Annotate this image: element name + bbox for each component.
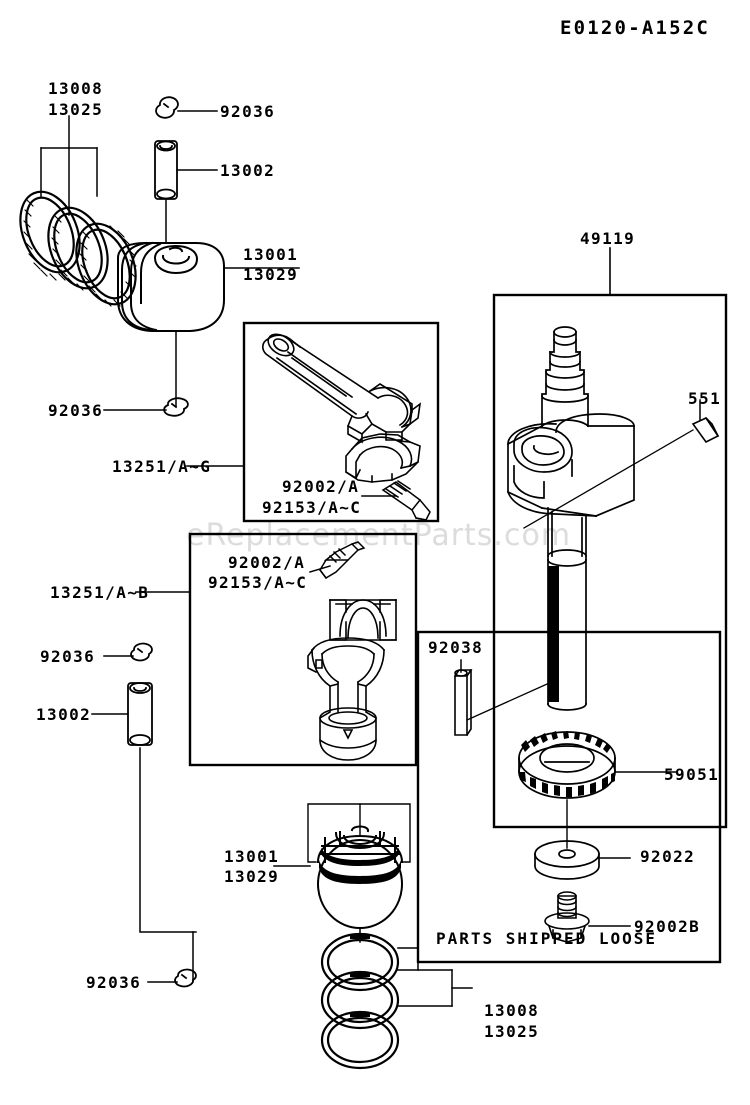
gear-teeth — [519, 731, 615, 797]
rod-cap-upper — [344, 433, 421, 483]
label-clip-bottom: 92036 — [86, 973, 142, 992]
rings-bottom-bracket-top — [397, 947, 419, 971]
rod-box-upper — [242, 321, 440, 523]
clip-bottom-left-snapring — [130, 642, 153, 662]
piston-rings-bottom — [320, 932, 400, 1070]
rod-bolt-lower — [318, 541, 366, 580]
label-rod-lower: 13251/A~B — [50, 583, 150, 602]
leader-key-92038-to-shaft — [466, 679, 557, 721]
label-bolt-upper-1: 92002/A — [282, 477, 360, 496]
key-92038 — [453, 669, 473, 737]
parts-shipped-loose-box — [416, 630, 722, 964]
label-clip-top-lower: 92036 — [48, 401, 104, 420]
label-pin-top: 13002 — [220, 161, 276, 180]
label-piston-bottom-1: 13001 — [224, 847, 280, 866]
label-piston-top-1: 13001 — [243, 245, 299, 264]
label-rings-top-1: 13008 — [48, 79, 104, 98]
label-bolt-upper-2: 92153/A~C — [262, 498, 362, 517]
diagram-title: E0120-A152C — [560, 17, 711, 39]
piston-bottom-guide2 — [359, 803, 411, 863]
crankshaft — [506, 326, 635, 711]
label-key-551: 551 — [688, 389, 722, 408]
connecting-rod-upper — [262, 333, 422, 444]
piston-rings-bottom-gaps — [350, 934, 370, 1017]
clip-top-lower-snapring — [163, 397, 189, 417]
piston-top — [117, 241, 225, 332]
parts-shipped-loose-note: PARTS SHIPPED LOOSE — [436, 929, 658, 948]
label-key-92038: 92038 — [428, 638, 484, 657]
piston-bottom-band — [319, 848, 401, 884]
label-clip-top: 92036 — [220, 102, 276, 121]
label-rings-bottom-1: 13008 — [484, 1001, 540, 1020]
piston-bottom-guide — [307, 803, 361, 863]
label-clip-bottom-left: 92036 — [40, 647, 96, 666]
clip-top-snapring — [155, 96, 179, 119]
leader-bolt-lower — [309, 565, 331, 573]
leader-pin-bottom-path — [139, 747, 197, 933]
rod-box-lower — [188, 532, 418, 767]
piston-rings-top-hatch — [23, 199, 137, 307]
rings-bottom-bracket — [397, 969, 473, 1007]
watermark: eReplacementParts.com — [186, 518, 572, 553]
label-pin-bottom-left: 13002 — [36, 705, 92, 724]
piston-rings-top — [19, 190, 137, 306]
rings-top-bracket — [40, 115, 98, 216]
rod-bolt-upper — [381, 479, 431, 521]
piston-pin-top — [154, 140, 178, 200]
label-rings-bottom-2: 13025 — [484, 1022, 540, 1041]
label-gear: 59051 — [664, 765, 720, 784]
key-551 — [691, 416, 720, 444]
connecting-rod-lower — [307, 637, 386, 761]
leader-key-551-to-shaft — [523, 429, 694, 529]
bolt-92002B — [544, 891, 590, 943]
rod-cap-lower — [329, 599, 397, 641]
label-crankshaft: 49119 — [580, 229, 636, 248]
label-rod-upper: 13251/A~G — [112, 457, 212, 476]
label-washer: 92022 — [640, 847, 696, 866]
label-rings-top-2: 13025 — [48, 100, 104, 119]
label-bolt-lower-1: 92002/A — [228, 553, 306, 572]
washer-92022 — [534, 840, 600, 880]
label-bolt-lower-2: 92153/A~C — [208, 573, 308, 592]
piston-pin-bottom-left — [127, 682, 153, 746]
label-piston-bottom-2: 13029 — [224, 867, 280, 886]
crankshaft-shading — [548, 566, 559, 702]
label-bolt-loose: 92002B — [634, 917, 701, 936]
label-piston-top-2: 13029 — [243, 265, 299, 284]
